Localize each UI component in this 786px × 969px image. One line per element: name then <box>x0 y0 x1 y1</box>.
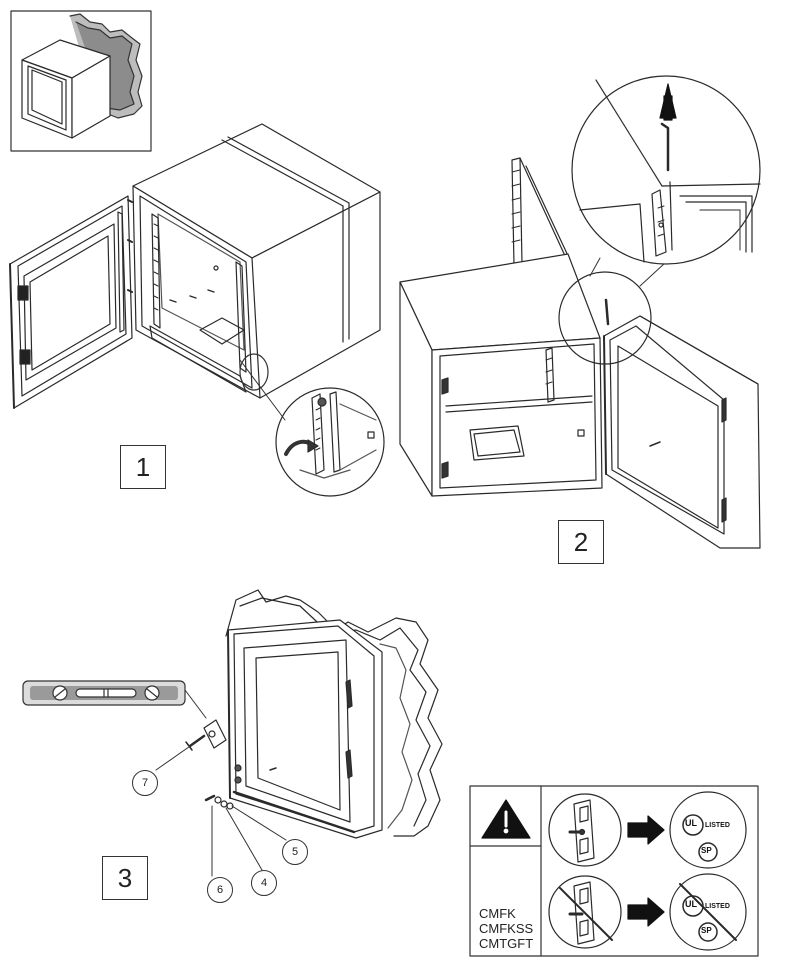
listed-label: LISTED <box>705 903 730 910</box>
figure-3-wall-mount <box>22 589 443 877</box>
ul-mark-icon: UL <box>685 818 697 828</box>
listed-label: LISTED <box>705 822 730 829</box>
step-label-1: 1 <box>120 445 166 489</box>
callout-5: 5 <box>282 839 308 865</box>
model-name: CMTGFT <box>479 936 534 951</box>
step-label-3: 3 <box>102 856 148 900</box>
model-name: CMFK <box>479 906 516 921</box>
callout-7: 7 <box>132 770 158 796</box>
csa-mark-icon: SP <box>701 926 712 935</box>
compliance-notice <box>469 785 759 957</box>
model-list: CMFK CMFKSS CMTGFT <box>479 906 533 951</box>
overview-thumbnail <box>10 10 152 152</box>
figure-1-enclosure <box>9 123 385 497</box>
callout-6: 6 <box>207 877 233 903</box>
step-label-2: 2 <box>558 520 604 564</box>
model-name: CMFKSS <box>479 921 534 936</box>
csa-mark-icon: SP <box>701 846 712 855</box>
ul-mark-icon: UL <box>685 899 697 909</box>
figure-2-enclosure <box>399 75 761 549</box>
callout-4: 4 <box>251 870 277 896</box>
